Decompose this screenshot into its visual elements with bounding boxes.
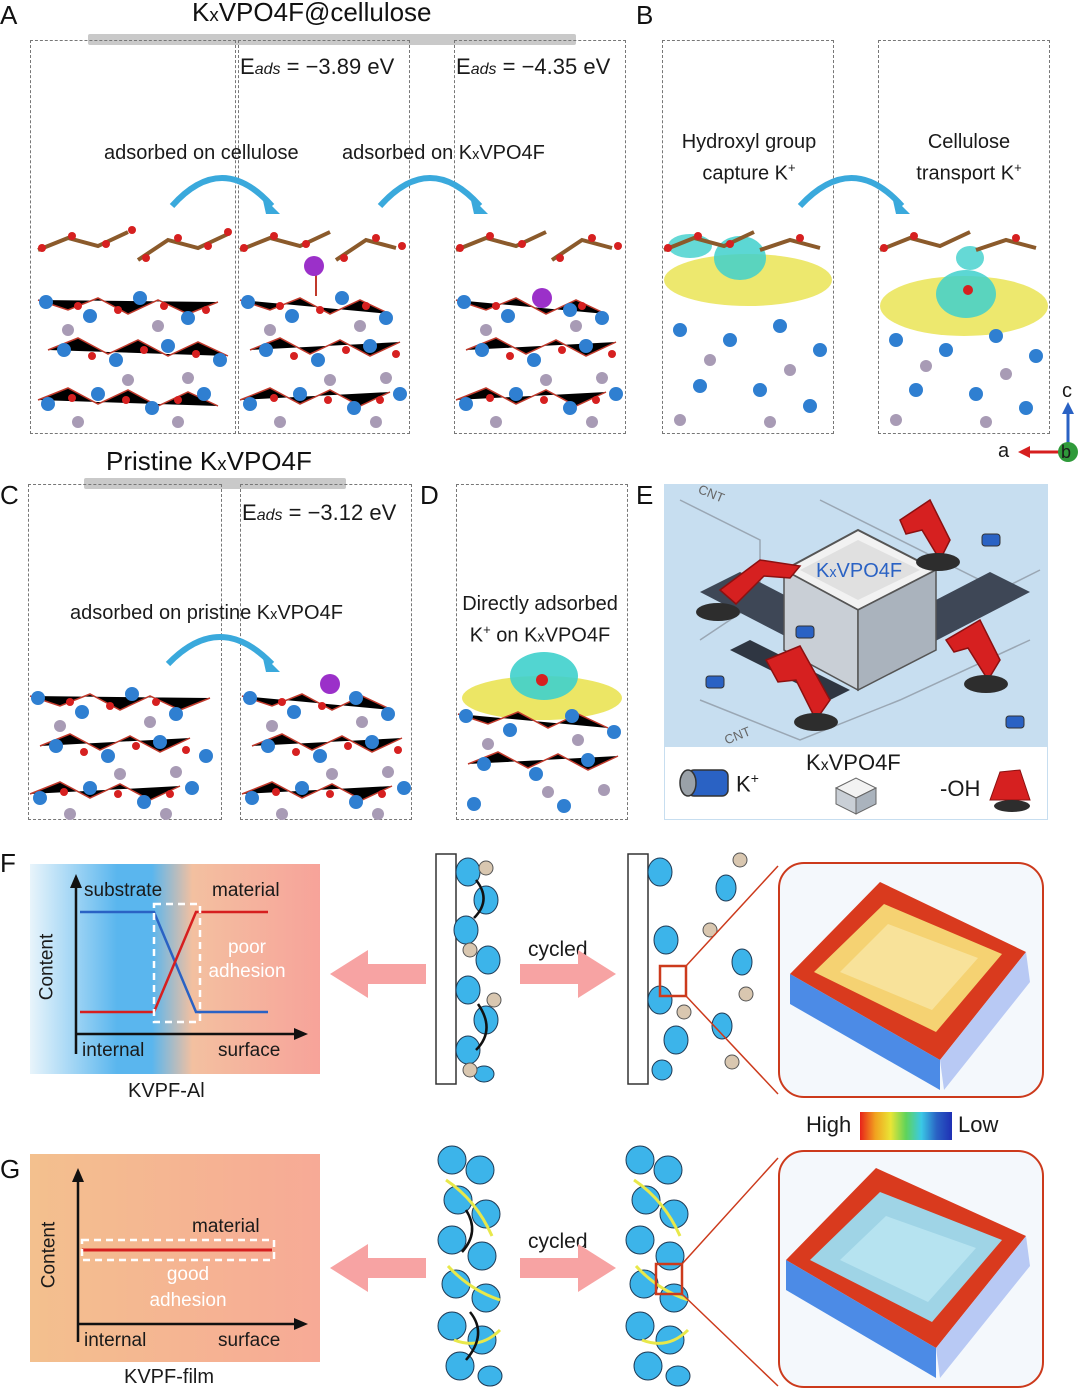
caption-f: KVPF-Al — [128, 1080, 205, 1102]
panel-label-f: F — [0, 848, 16, 878]
transfer-arrow-c — [165, 634, 280, 672]
cell-box-c1 — [28, 484, 222, 820]
charge-density-b2 — [876, 210, 1052, 432]
internal-label-f: internal — [82, 1040, 145, 1061]
color-scale-bar — [860, 1112, 952, 1140]
title-a: KxVPO4F@cellulose — [192, 0, 432, 27]
scale-high: High — [806, 1112, 852, 1137]
charge-density-b1 — [660, 210, 836, 432]
factory-illustration — [679, 498, 1041, 741]
surface-label-f: surface — [218, 1040, 281, 1061]
transfer-arrow-a2 — [377, 175, 488, 214]
k-ion-capsule-icon — [679, 769, 729, 797]
pink-arrow-right-f — [520, 950, 616, 998]
content-profile-f — [30, 864, 320, 1074]
caption-a2: adsorbed on KxVPO4F — [342, 142, 545, 164]
panel-label-c: C — [0, 480, 19, 510]
zoom-frame-f — [778, 862, 1044, 1098]
panel-label-e: E — [636, 480, 654, 510]
cell-box-d — [456, 484, 628, 820]
pink-arrow-right-g — [520, 1244, 616, 1292]
axis-label-b: b — [1061, 442, 1072, 462]
crystal-structure-a3 — [452, 210, 626, 432]
panel-label-d: D — [420, 480, 439, 510]
robot-arm-icon — [989, 769, 1031, 812]
electrode-f-cycled — [627, 852, 779, 1095]
caption-c: adsorbed on pristine KxVPO4F — [70, 602, 343, 624]
internal-label-g: internal — [84, 1330, 147, 1351]
plot-axes-f — [70, 874, 308, 1054]
material-box-icon — [834, 777, 878, 815]
transfer-arrow-b — [797, 175, 910, 214]
caption-g: KVPF-film — [124, 1366, 214, 1388]
cell-box-b2 — [878, 40, 1050, 434]
pink-arrow-left-g — [330, 1244, 426, 1292]
pink-arrow-left-f — [330, 950, 426, 998]
legend-k-label: K+ — [736, 770, 759, 797]
eads-a2: Eads = −4.35 eV — [456, 54, 611, 79]
caption-a1: adsorbed on cellulose — [104, 142, 299, 164]
cell-box-c2 — [240, 484, 412, 820]
material-curve-f — [80, 910, 268, 1014]
axis-label-a: a — [998, 440, 1010, 462]
crystal-structure-a1 — [28, 210, 238, 432]
cell-box-b1 — [662, 40, 834, 434]
cell-box-a2 — [238, 40, 410, 434]
eads-a1: Eads = −3.89 eV — [240, 54, 395, 79]
panel-label-g: G — [0, 1154, 21, 1184]
kvpf-box-label: KxVPO4F — [816, 560, 903, 582]
cycled-label-f: cycled — [528, 938, 588, 961]
crystal-structure-c2 — [238, 674, 414, 820]
ylabel-g: Content — [38, 1221, 60, 1289]
panel-label-b: B — [636, 0, 654, 30]
substrate-label-f: substrate — [84, 880, 163, 901]
title-bar-c — [84, 478, 346, 489]
electrode-f-pristine — [435, 853, 502, 1085]
scale-low: Low — [958, 1112, 999, 1137]
title-c: Pristine KxVPO4F — [106, 446, 312, 476]
zoom-frame-g — [778, 1150, 1044, 1388]
crystal-structure-a2 — [236, 210, 410, 432]
electrode-g-cycled — [625, 1145, 779, 1387]
caption-d: Directly adsorbed K+ on KxVPO4F — [462, 593, 618, 647]
electrode-g-pristine — [437, 1145, 503, 1387]
legend-oh-label: -OH — [940, 776, 981, 801]
axes-indicator — [1018, 402, 1078, 462]
charge-density-d — [454, 652, 630, 818]
cycled-label-g: cycled — [528, 1230, 588, 1253]
ylabel-f: Content — [36, 933, 58, 1001]
crystal-structure-c1 — [26, 676, 222, 820]
eads-c: Eads = −3.12 eV — [242, 500, 397, 525]
material-label-f: material — [212, 880, 280, 901]
cell-box-a3 — [454, 40, 626, 434]
transfer-arrow-a1 — [169, 175, 280, 214]
title-bar-a — [88, 34, 576, 45]
plot-axes-g — [72, 1168, 308, 1342]
panel-label-a: A — [0, 0, 18, 30]
material-label-g: material — [192, 1216, 260, 1237]
legend-material-label: KxVPO4F — [806, 750, 901, 775]
cell-box-a1 — [30, 40, 236, 434]
surface-label-g: surface — [218, 1330, 281, 1351]
axis-label-c: c — [1062, 380, 1072, 402]
